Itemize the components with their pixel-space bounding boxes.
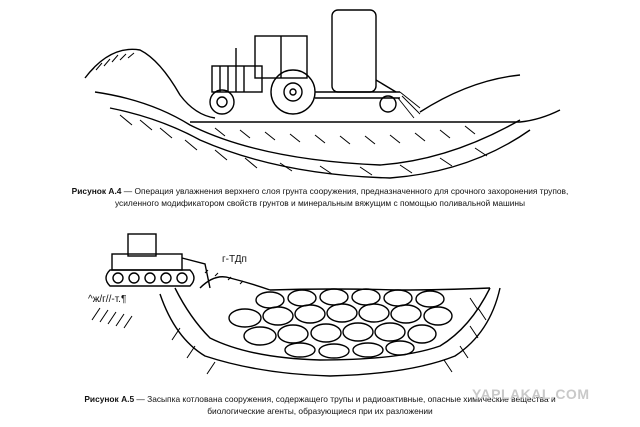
figure-tractor-watering: [0, 0, 640, 185]
caption-text: — Засыпка котлована сооружения, содержащ…: [134, 394, 556, 416]
caption-text: — Операция увлажнения верхнего слоя грун…: [114, 186, 569, 208]
caption-number: Рисунок А.4: [71, 186, 122, 196]
figure-a5-caption: Рисунок А.5 — Засыпка котлована сооружен…: [60, 394, 580, 417]
caption-number: Рисунок А.5: [84, 394, 135, 404]
figure-pit-backfill: [0, 228, 640, 378]
label-top: г-ТДп: [222, 254, 247, 265]
figure-a4-caption: Рисунок А.4 — Операция увлажнения верхне…: [60, 186, 580, 209]
watermark: YAPLAKAL.COM: [472, 386, 590, 402]
bulldozer-illustration: [91, 233, 501, 377]
label-side: ^ж/г//-т.¶: [88, 294, 127, 305]
tractor-illustration: [84, 9, 561, 179]
